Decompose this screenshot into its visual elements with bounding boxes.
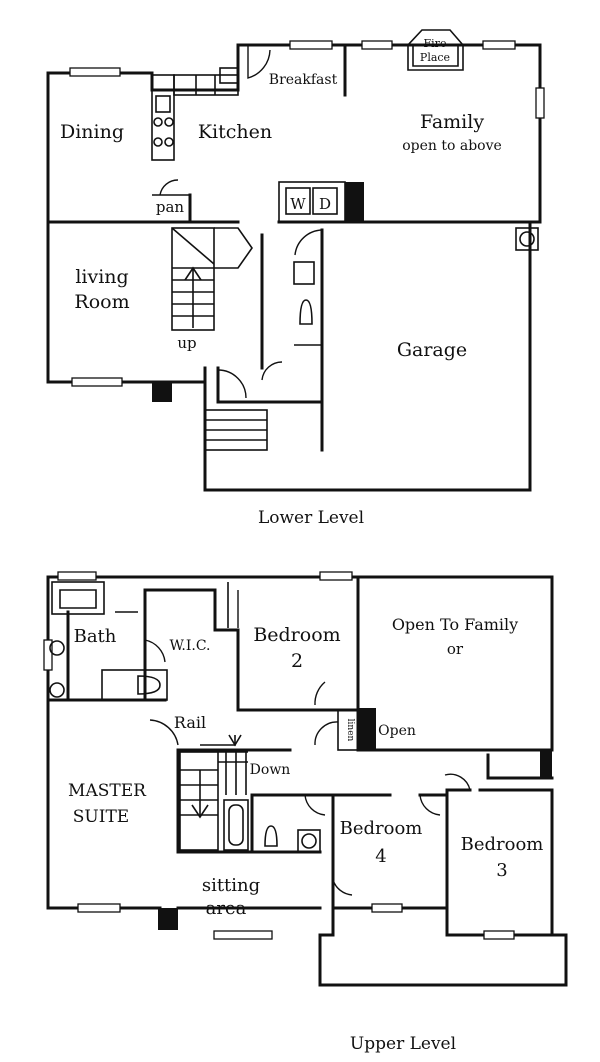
fireplace-label-2: Place — [420, 51, 450, 64]
living-label-2: Room — [74, 291, 129, 313]
lower-windows — [69, 40, 545, 387]
open-to-family-or-label: or — [447, 640, 464, 658]
dining-label: Dining — [60, 121, 124, 143]
bedroom3-label-1: Bedroom — [461, 834, 544, 855]
family-label-2: open to above — [402, 138, 502, 154]
linen-label: linen — [345, 719, 355, 742]
pantry: pan — [152, 179, 190, 216]
lower-exterior-walls — [46, 43, 542, 492]
family-label-1: Family — [420, 111, 484, 133]
bath-label: Bath — [74, 626, 117, 647]
open-label: Open — [378, 723, 416, 739]
wic-label: W.I.C. — [169, 638, 210, 654]
open-to-family-label: Open To Family — [392, 615, 518, 634]
garage-label: Garage — [397, 339, 467, 361]
breakfast-door — [247, 45, 271, 79]
down-label: Down — [250, 762, 291, 778]
open-column-right — [540, 750, 552, 778]
lower-level-plan: Fire Place W D — [46, 29, 545, 528]
bedroom3-label-2: 3 — [496, 860, 507, 881]
breakfast-label: Breakfast — [269, 72, 338, 88]
upper-level-caption: Upper Level — [350, 1034, 456, 1054]
master-bath-fixtures — [49, 581, 229, 701]
water-heater — [515, 227, 539, 251]
bedroom2-label-1: Bedroom — [253, 624, 340, 646]
master-label-1: MASTER — [68, 781, 147, 801]
sitting-label-2: area — [206, 898, 247, 919]
fireplace: Fire Place — [407, 29, 464, 71]
upper-level-plan: linen — [43, 571, 568, 1054]
bedroom4-label-1: Bedroom — [340, 818, 423, 839]
upper-stairs — [149, 719, 248, 851]
sitting-label-1: sitting — [202, 875, 260, 896]
hall-bath — [223, 773, 471, 896]
master-label-2: SUITE — [73, 807, 129, 827]
lower-stairs: up — [171, 227, 253, 352]
laundry: W D — [278, 181, 364, 223]
half-bath — [152, 229, 323, 402]
fireplace-label-1: Fire — [424, 37, 447, 50]
upper-exterior-walls — [46, 575, 568, 987]
kitchen-label: Kitchen — [198, 121, 272, 143]
front-steps — [204, 409, 268, 451]
upper-windows — [43, 571, 515, 940]
lower-level-caption: Lower Level — [258, 508, 364, 528]
dryer-label: D — [319, 195, 331, 213]
pantry-label: pan — [156, 198, 185, 216]
living-label-1: living — [75, 266, 128, 288]
bedroom2-label-2: 2 — [291, 650, 303, 672]
rail-label: Rail — [174, 713, 206, 732]
kitchen-counters — [151, 67, 239, 161]
bedroom4-label-2: 4 — [375, 846, 386, 867]
open-column — [358, 708, 376, 750]
washer-label: W — [290, 195, 306, 213]
stairs-up-label: up — [177, 334, 196, 352]
